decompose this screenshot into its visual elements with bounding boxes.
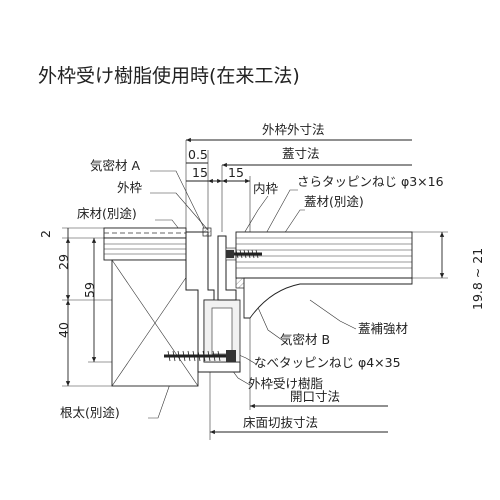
lid-board — [235, 231, 413, 279]
dim-05-text: 0.5 — [188, 147, 208, 162]
label-outer-frame-resin: 外枠受け樹脂 — [248, 376, 323, 391]
label-airtight-a: 気密材 A — [90, 158, 140, 173]
leader-airtight-a — [150, 170, 205, 229]
diagram-title: 外枠受け樹脂使用時(在来工法) — [38, 65, 300, 87]
dim-15a-text: 15 — [192, 165, 208, 180]
label-inner-frame: 内枠 — [253, 181, 279, 196]
dish-tapping-screw — [226, 249, 262, 259]
leader-inner-frame — [239, 195, 269, 241]
leader-dish-screw — [257, 189, 298, 249]
label-lid-reinforcement: 蓋補強材 — [358, 321, 408, 336]
label-lid-material: 蓋材(別途) — [304, 194, 364, 209]
label-floor-cutout-dim: 床面切抜寸法 — [243, 415, 318, 430]
dim-59-text: 59 — [82, 282, 97, 298]
dim-40-text: 40 — [56, 322, 71, 338]
label-airtight-b: 気密材 B — [280, 332, 330, 347]
resin-cavity — [211, 307, 233, 355]
leader-lid-reinforcement — [309, 299, 357, 330]
dim-2-text: 2 — [38, 230, 53, 238]
label-floor-material: 床材(別途) — [77, 206, 137, 221]
label-pan-screw: なべタッピンねじ φ4×35 — [254, 355, 401, 370]
label-dish-screw: さらタッピンねじ φ3×16 — [297, 174, 444, 189]
lid-reinforcement — [243, 277, 413, 319]
label-opening-dim: 開口寸法 — [290, 389, 340, 404]
inner-frame-section — [217, 235, 237, 301]
label-joist: 根太(別途) — [60, 405, 120, 420]
label-outer-frame: 外枠 — [117, 180, 143, 195]
leader-lid-material — [279, 209, 305, 241]
dim-198-text: 19.8 ~ 21 — [470, 248, 485, 310]
label-lid-dim: 蓋寸法 — [282, 146, 320, 161]
dim-15b-text: 15 — [228, 165, 244, 180]
dim-29-text: 29 — [56, 254, 71, 270]
joist-x-2 — [111, 259, 199, 387]
leader-outer-frame — [150, 192, 209, 231]
label-outer-frame-outer-dim: 外枠外寸法 — [262, 122, 325, 137]
leader-joist — [148, 383, 171, 419]
pan-tapping-screw — [164, 350, 236, 362]
airtight-a-seal — [202, 227, 212, 237]
